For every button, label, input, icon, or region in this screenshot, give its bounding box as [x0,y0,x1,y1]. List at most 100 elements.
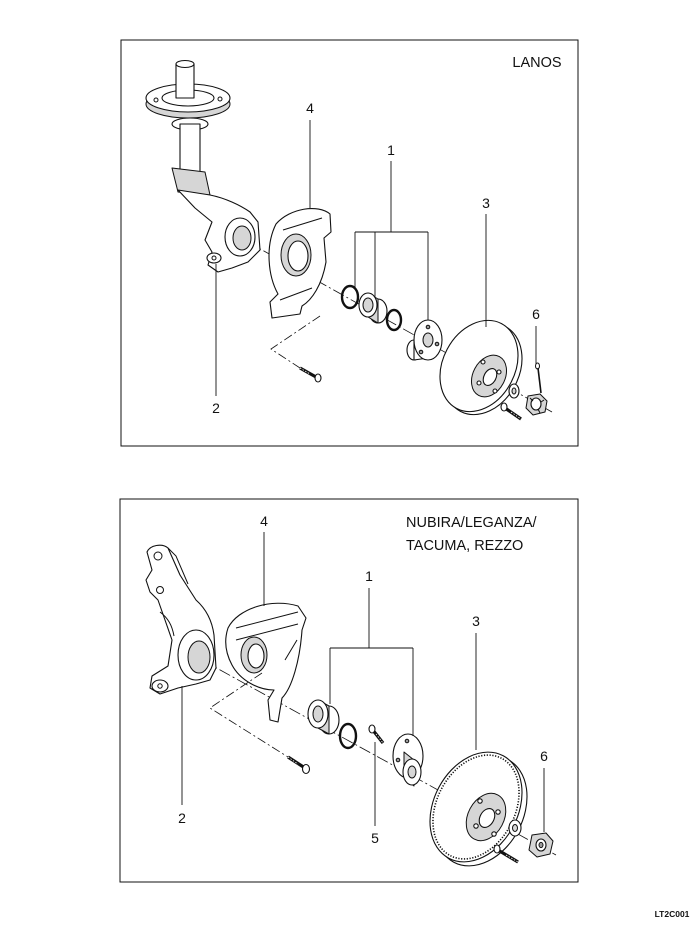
nubira-hub-centre [407,765,417,779]
nubira-shield-bolt-thread [287,756,299,765]
nubira-snap-ring [338,722,358,750]
nubira-washer-hole [512,824,518,832]
lanos-shield-bolt-head [314,373,322,383]
lanos-hub-bearing-set [340,284,403,332]
nubira-disc-lug-hole-4 [473,823,479,829]
lanos-dust-shield-hole [287,240,309,272]
lanos-hub-nut-set [508,362,548,416]
nubira-disc-lug-hole-1 [477,798,483,804]
panel-lanos-frame [120,39,579,447]
nubira-disc-lug-hole-3 [491,831,497,837]
lanos-hub-stud-hole-3 [418,349,424,355]
lanos-shield-bolt-thread [299,367,311,375]
nubira-dust-shield-hole [247,643,265,669]
lanos-wheel-hub [406,319,443,361]
lanos-disc-lug-hole-1 [480,359,486,365]
panel-nubira-frame [119,498,579,883]
figure-code: LT2C001 [655,909,690,919]
lanos-disc-screw-head [500,402,508,412]
nubira-bearing-bore [312,705,324,723]
nubira-knuckle-edge [159,547,189,637]
nubira-callout-3: 3 [472,613,480,629]
lanos-ball-joint-hole [211,255,217,261]
nubira-callout-1: 1 [365,568,373,584]
lanos-callout-6: 6 [532,306,540,322]
lanos-bearing-bore [362,297,374,313]
panel-nubira-label-line2: TACUMA, REZZO [406,538,523,554]
lanos-strut-tube [179,123,201,173]
lanos-castle-nut-face [530,397,542,411]
lanos-hub-stud-hole-2 [434,341,440,347]
nubira-disc-centre-hole [478,808,496,828]
lanos-disc-lug-hole-4 [476,380,482,386]
lanos-callout-4: 4 [306,100,314,116]
nubira-knuckle-tie-rod-hole [153,551,163,561]
lanos-bolt-phantom-line [270,315,321,369]
nubira-knuckle-bore-inner [187,640,211,674]
lanos-disc-centre-hole [482,368,498,386]
nubira-knuckle [145,544,217,695]
lanos-disc-screw [500,402,522,421]
lanos-ball-joint-ear [206,252,222,264]
nubira-bolt-phantom-line [209,672,289,758]
panel-lanos-label: LANOS [512,55,561,71]
lanos-piston-rod [175,63,195,99]
panel-nubira-label-line1: NUBIRA/LEGANZA/ [406,515,537,531]
nubira-callout-5: 5 [371,830,379,846]
lanos-piston-rod-top [175,59,195,69]
nubira-shield-bolt-head [301,763,311,775]
lanos-strut-knuckle [145,59,261,273]
lanos-cotter-pin-eye [535,362,540,370]
nubira-callout-4: 4 [260,513,268,529]
lanos-cotter-pin [537,367,542,394]
nubira-callout-2: 2 [178,810,186,826]
nubira-hub-bolt [368,724,385,744]
lanos-seat-hole-right [217,96,223,102]
lanos-callout-3: 3 [482,195,490,211]
lanos-leader-lines [215,120,537,396]
nubira-brake-disc [429,751,528,867]
nubira-hub-stud-hole-1 [404,738,410,744]
lanos-disc-screw-shank [504,406,522,421]
nubira-knuckle-lower-ear [151,679,169,693]
nubira-hub-bolt-head [368,724,376,734]
nubira-dust-shield [225,602,307,723]
lanos-dust-shield [268,208,332,319]
panel-nubira: NUBIRA/LEGANZA/ TACUMA, REZZO [119,498,579,883]
nubira-hub-bolt-thread [375,733,384,744]
lanos-disc-lug-hole-3 [492,388,498,394]
nubira-leader-lines [181,532,545,832]
panel-lanos: LANOS [120,39,579,447]
nubira-shield-bolt [287,755,311,775]
nubira-knuckle-lower-hole [157,683,163,689]
lanos-hub-centre [422,332,434,348]
lanos-brake-disc [439,319,523,416]
lanos-snap-ring-inner [340,284,360,310]
nubira-wheel-hub [392,733,424,787]
nubira-disc-screw-head [493,844,501,854]
nubira-disc-lug-hole-2 [495,809,501,815]
nubira-dust-shield-ribs [235,611,299,661]
nubira-hub-stud-hole-2 [395,757,401,763]
lanos-dust-shield-rib [279,217,323,301]
lanos-castle-nut-slots [529,397,545,414]
lanos-disc-lug-hole-2 [496,369,502,375]
nubira-knuckle-strut-hole [156,586,164,594]
nubira-hub-bearing-set [307,699,358,750]
lanos-shield-bolt [299,366,322,383]
lanos-knuckle-bore-inner [232,225,252,251]
lanos-strut-clamp [171,167,211,196]
nubira-hub-nut-thread [538,841,544,849]
lanos-callout-2: 2 [212,400,220,416]
nubira-disc-screw-thread [505,854,519,863]
lanos-washer-hole [511,387,517,395]
lanos-hub-stud-hole-1 [425,324,431,330]
lanos-seat-hole-left [153,97,159,103]
lanos-snap-ring-outer [385,308,403,332]
nubira-disc-screw [493,844,519,864]
lanos-disc-screw-thread [510,411,522,420]
nubira-hub-nut-set [508,819,554,858]
lanos-callout-1: 1 [387,142,395,158]
nubira-callout-6: 6 [540,748,548,764]
